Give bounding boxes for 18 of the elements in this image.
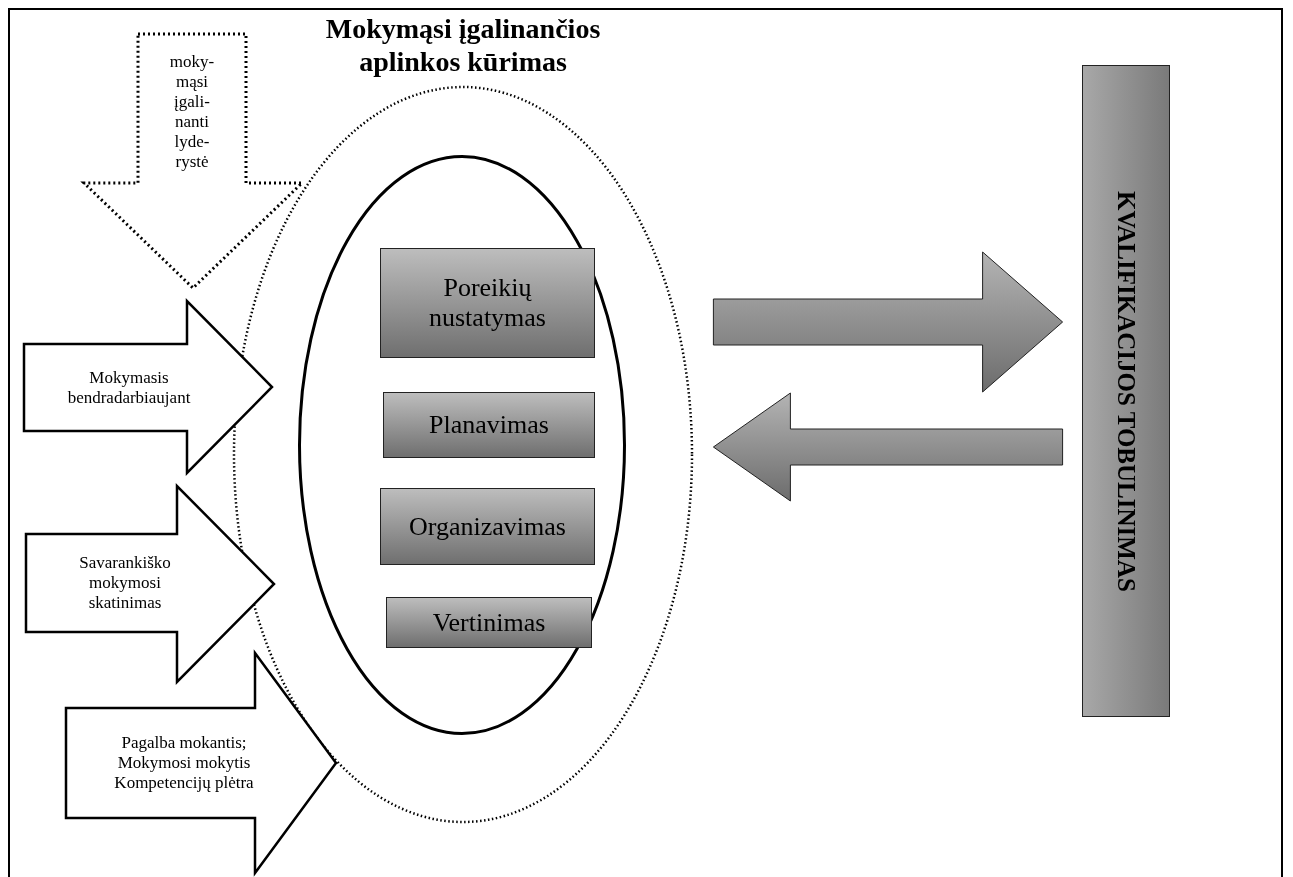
arrow-shaped-box (83, 33, 303, 289)
arrow-label: Mokymosi mokytis (117, 753, 251, 773)
arrow-label: Savarankiško mokymosi skatinimas (79, 553, 171, 613)
vertical-bar: KVALIFIKACIJOS TOBULINIMAS (1082, 65, 1170, 717)
arrow-shaped-box (25, 485, 276, 683)
arrow-shaped-box (65, 652, 338, 874)
heading: Mokymąsi įgalinančios aplinkos kūrimas (324, 12, 602, 78)
arrow-label: Pagalba mokantis; (121, 733, 247, 753)
arrow-label: Mokymasis bendradarbiaujant (67, 367, 191, 408)
arrow-label: moky- mąsi įgali- nanti lyde- rystė (169, 52, 215, 172)
arrow-label: Kompetencijų plėtra (114, 773, 254, 793)
block-arrow (712, 392, 1064, 502)
process-box: Planavimas (383, 392, 595, 458)
process-box: Poreikių nustatymas (380, 248, 595, 358)
process-box: Organizavimas (380, 488, 595, 565)
process-box: Vertinimas (386, 597, 592, 648)
arrow-shaped-box (23, 300, 274, 474)
block-arrow (712, 251, 1064, 393)
